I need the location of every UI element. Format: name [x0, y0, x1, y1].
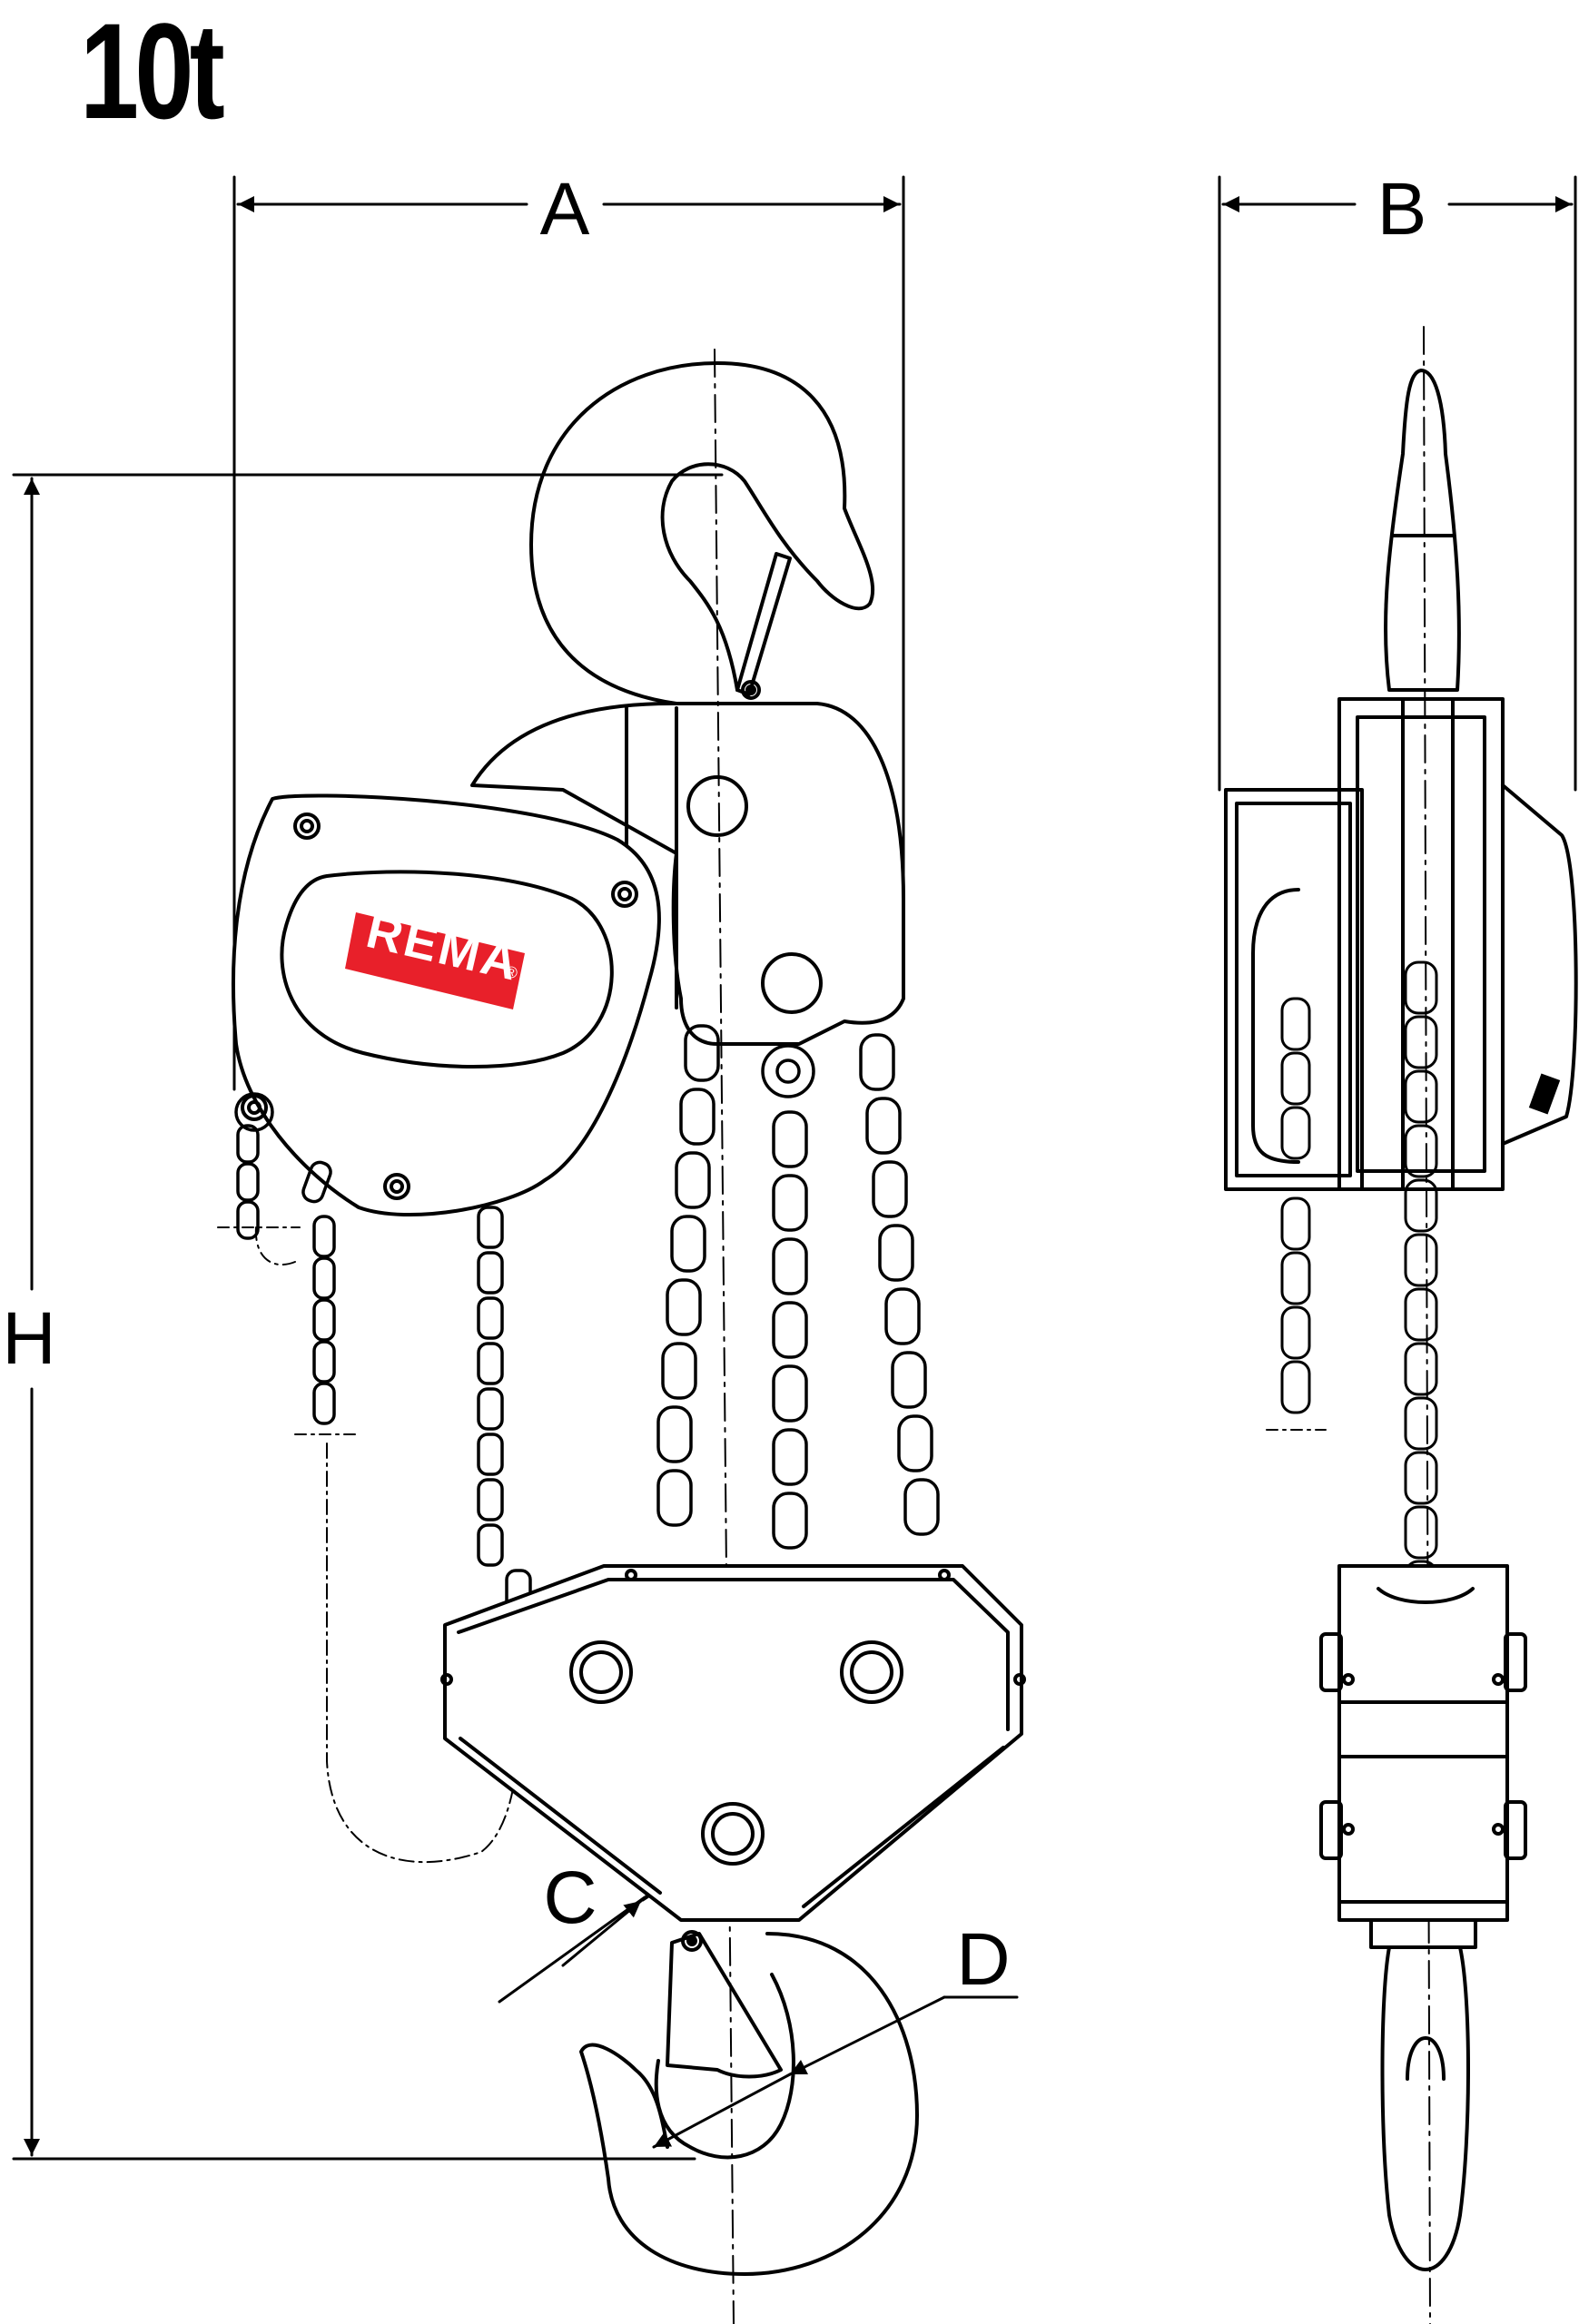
side-view: [1224, 326, 1578, 2324]
load-chains: [656, 1024, 940, 1550]
bottom-hook: [579, 1930, 919, 2276]
dim-h-label: H: [2, 1297, 55, 1380]
dim-d-label: D: [956, 1918, 1010, 2001]
brand-mark: ®: [503, 962, 518, 982]
capacity-title: 10t: [80, 0, 225, 147]
top-hook: [529, 361, 875, 705]
dimension-h: H: [2, 473, 724, 2161]
bottom-block: [440, 1564, 1026, 1922]
hoist-body: [470, 702, 905, 1046]
hand-chain: [217, 1092, 532, 1864]
front-view: REMA ®: [217, 349, 1026, 2324]
dim-b-label: B: [1377, 168, 1427, 251]
dimension-d: D: [652, 1918, 1019, 2149]
side-cover: REMA ®: [231, 793, 661, 1217]
dim-a-label: A: [540, 168, 590, 251]
dimension-b: B: [1218, 168, 1577, 792]
dim-c-label: C: [543, 1856, 597, 1939]
